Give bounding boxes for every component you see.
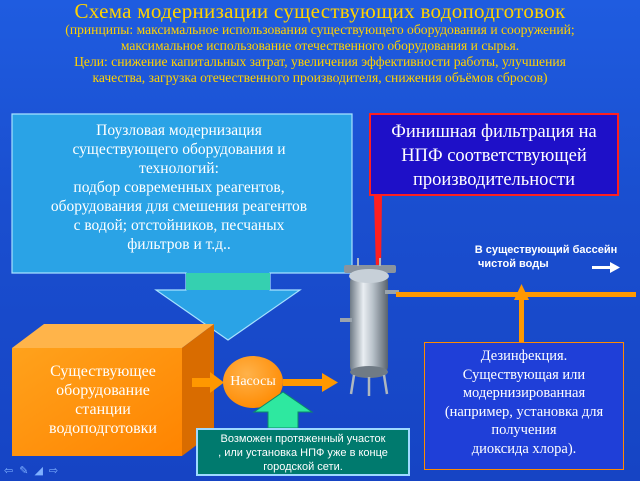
note-line: Возможен протяженный участок	[220, 433, 386, 445]
subtitle-line: Цели: снижение капитальных затрат, увели…	[74, 54, 566, 69]
forward-arrow-icon[interactable]: ⇨	[48, 463, 59, 477]
pumps-label: Насосы	[230, 374, 276, 389]
flow-arrow-head	[322, 373, 338, 392]
disinfection-line: (например, установка для	[444, 403, 604, 420]
subtitle-line: (принципы: максимальное использования су…	[65, 22, 575, 37]
disinfection-box: Дезинфекция. Существующая или модернизир…	[424, 342, 624, 470]
filter-tank-icon	[340, 258, 399, 396]
disinfection-connector	[519, 296, 524, 343]
back-arrow-icon[interactable]: ⇦	[4, 463, 14, 477]
flow-arrow-head	[210, 372, 224, 393]
subtitle-line: максимальное использование отечественног…	[120, 38, 520, 53]
finish-line: производительности	[412, 170, 576, 190]
subtitle-line: качества, загрузка отечественного произв…	[92, 70, 548, 85]
network-note-box: Возможен протяженный участок , или устан…	[196, 428, 410, 476]
finish-line: НПФ соответствующей	[401, 146, 587, 166]
callout-line: подбор современных реагентов,	[73, 179, 285, 196]
equipment-line: водоподготовки	[49, 420, 157, 437]
output-pipe	[396, 292, 636, 297]
output-label-line: чистой воды	[478, 258, 549, 270]
page-title: Схема модернизации существующих водоподг…	[74, 0, 566, 23]
pointer-icon[interactable]: ◢	[34, 463, 43, 477]
flow-arrow-box-to-pumps	[192, 378, 210, 387]
equipment-box-side	[182, 324, 214, 456]
connector-arrow-head	[514, 284, 529, 300]
disinfection-line: модернизированная	[462, 385, 586, 401]
disinfection-line: Существующая или	[462, 366, 586, 383]
pumps-circle	[223, 356, 283, 408]
page-subtitle: (принципы: максимальное использования су…	[4, 22, 636, 86]
equipment-line: оборудование	[56, 382, 150, 399]
output-white-arrow-head	[610, 262, 620, 273]
note-line: городской сети.	[263, 461, 343, 473]
output-label-line: В существующий бассейн	[474, 244, 618, 256]
callout-line: с водой; отстойников, песчаных	[73, 217, 285, 234]
callout-text: Поузловая модернизация существующего обо…	[20, 121, 338, 254]
equipment-line: Существующее	[50, 363, 156, 380]
equipment-box-top	[12, 324, 214, 348]
callout-line: технологий:	[139, 160, 219, 177]
disinfection-line: диоксида хлора).	[471, 440, 577, 457]
disinfection-line: Дезинфекция.	[480, 348, 568, 364]
finish-pointer	[374, 196, 382, 272]
callout-line: существующего оборудования и	[72, 141, 286, 158]
callout-line: фильтров и т.д..	[127, 236, 231, 253]
finish-filtration-box: Финишная фильтрация на НПФ соответствующ…	[369, 113, 619, 196]
output-label: В существующий бассейн чистой воды	[456, 243, 636, 271]
callout-line: оборудования для смешения реагентов	[50, 198, 308, 215]
output-white-arrow	[592, 266, 610, 269]
equipment-line: станции	[75, 401, 131, 418]
equipment-box-front	[12, 348, 182, 456]
pen-icon[interactable]: ✎	[19, 463, 29, 477]
callout-tip-highlight	[186, 273, 270, 290]
note-line: , или установка НПФ уже в конце	[218, 447, 388, 459]
disinfection-line: получения	[491, 422, 557, 438]
callout-line: Поузловая модернизация	[96, 122, 262, 139]
flow-arrow-pumps-to-tank	[283, 379, 323, 386]
slide-navigation: ⇦ ✎ ◢ ⇨	[4, 462, 74, 478]
finish-line: Финишная фильтрация на	[391, 122, 597, 142]
existing-equipment-text: Существующее оборудование станции водопо…	[14, 362, 192, 438]
